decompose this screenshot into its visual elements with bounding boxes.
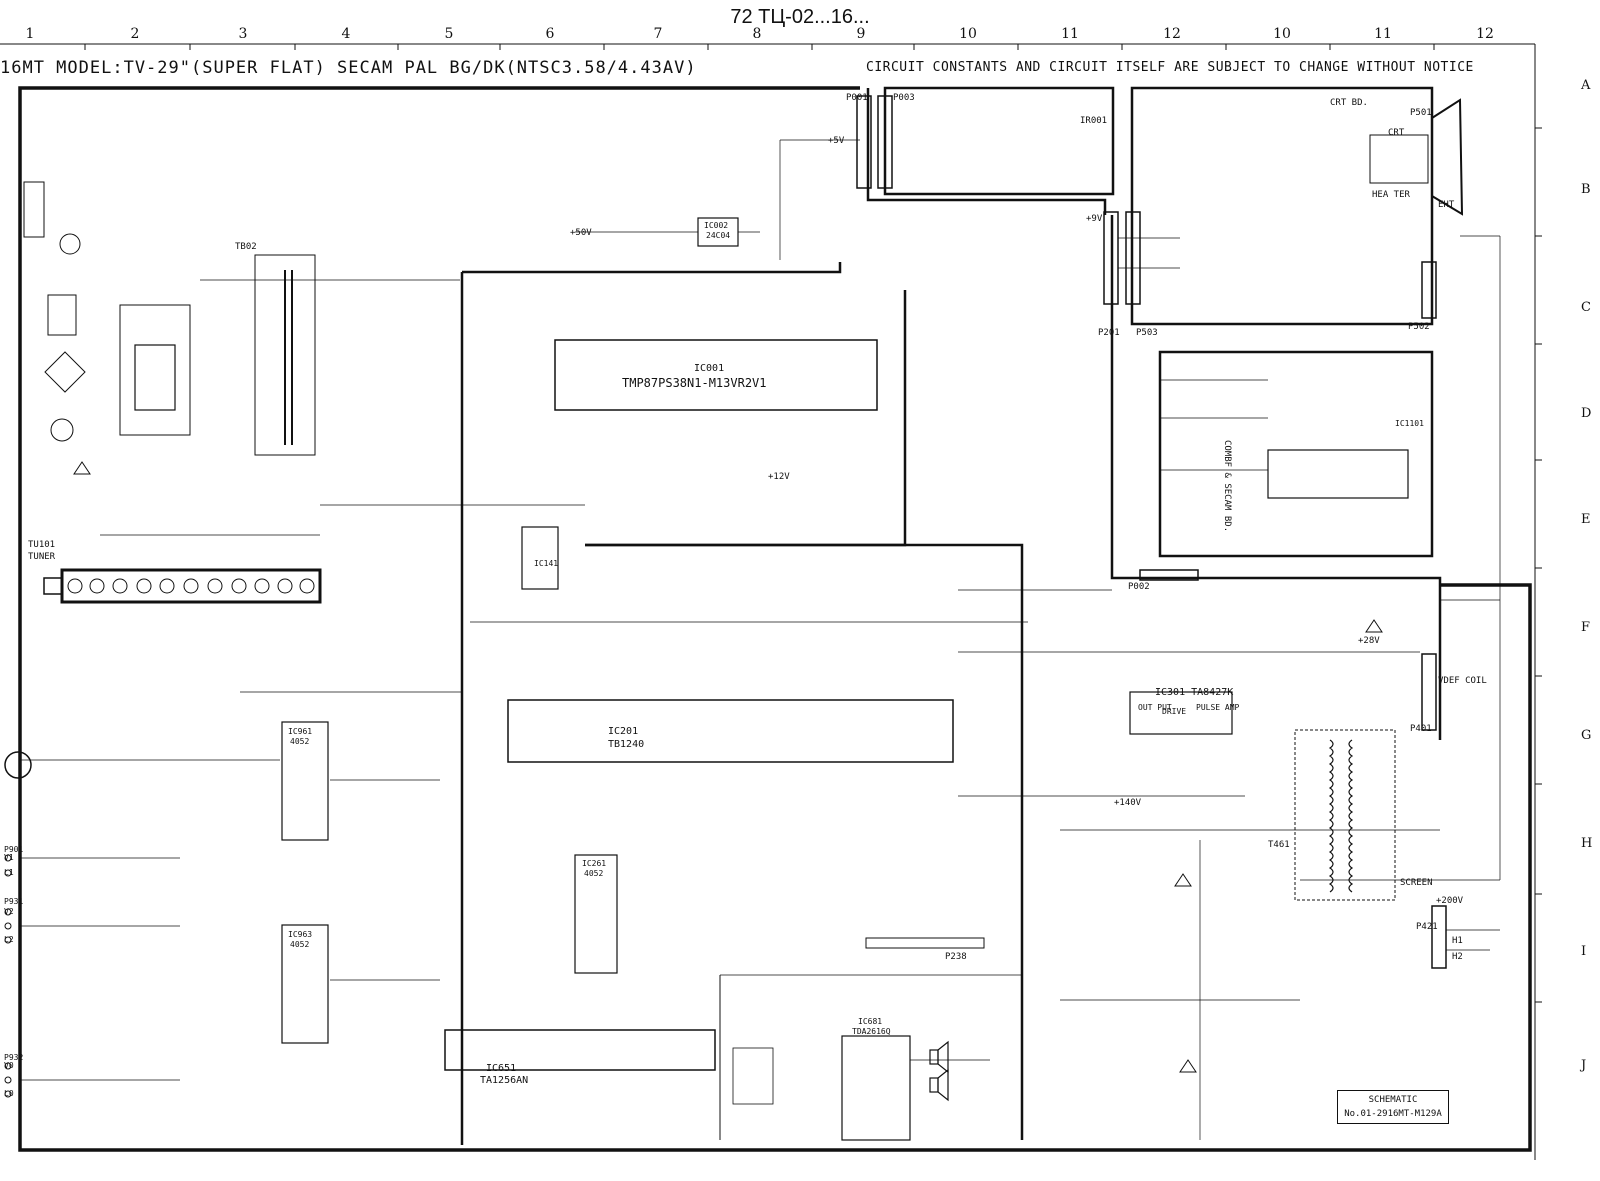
ir-receiver-label: IR001 — [1080, 116, 1108, 126]
grid-row-label: C — [1581, 300, 1591, 315]
ic681-label: IC681 — [858, 1017, 883, 1026]
grid-column-label: 10 — [1273, 26, 1291, 42]
ic681-part-number: TDA2616Q — [852, 1027, 891, 1036]
connector-p001: P001 — [846, 93, 868, 103]
supply-140v-label: +140V — [1114, 798, 1142, 808]
flyback-label: T461 — [1268, 840, 1290, 850]
grid-column-label: 11 — [1061, 26, 1079, 42]
av-input-label: L0 — [4, 1089, 14, 1098]
grid-column-label: 1 — [25, 26, 35, 42]
grid-column-label: 3 — [238, 26, 248, 42]
supply-50v-label: +50V — [570, 228, 592, 238]
schematic-title: SCHEMATIC — [1368, 1095, 1418, 1105]
grid-row-label: A — [1581, 78, 1591, 93]
grid-column-label: 10 — [959, 26, 977, 42]
ic961-label: IC961 — [288, 727, 313, 736]
grid-row-label: I — [1581, 944, 1587, 959]
av-input-label: V0 — [4, 1061, 14, 1070]
av-input-label: P932 — [4, 1053, 24, 1062]
grid-row-label: F — [1581, 620, 1591, 635]
screen-label: SCREEN — [1400, 878, 1433, 888]
heater-label: HEA TER — [1372, 190, 1410, 200]
grid-row-label: H — [1581, 836, 1593, 851]
grid-column-label: 4 — [341, 26, 351, 42]
ic301-label: IC301 TA8427K — [1155, 687, 1234, 698]
ic261-label: IC261 — [582, 859, 607, 868]
av-input-label: L2 — [4, 935, 14, 944]
eht-label: EHT — [1438, 200, 1455, 210]
grid-column-label: 6 — [545, 26, 555, 42]
ic201-part-number: TB1240 — [608, 739, 645, 750]
connector-p238: P238 — [945, 952, 967, 962]
tuner-ref: TU101 — [28, 540, 56, 550]
connector-p502: P502 — [1408, 322, 1430, 332]
ic261-part-number: 4052 — [584, 869, 604, 878]
combf-board-label: COMBF & SECAM BD. — [1222, 440, 1232, 533]
ic963-label: IC963 — [288, 930, 313, 939]
ic002-part-number: 24C04 — [706, 231, 731, 240]
connector-p003: P003 — [893, 93, 915, 103]
grid-row-label: B — [1581, 182, 1591, 197]
connector-p501: P501 — [1410, 108, 1432, 118]
grid-row-label: E — [1581, 512, 1591, 527]
grid-row-label: J — [1581, 1058, 1587, 1073]
connector-p002: P002 — [1128, 582, 1150, 592]
change-notice: CIRCUIT CONSTANTS AND CIRCUIT ITSELF ARE… — [866, 60, 1474, 75]
grid-column-label: 7 — [653, 26, 663, 42]
grid-column-label: 5 — [444, 26, 454, 42]
crt-board-label: CRT BD. — [1330, 98, 1368, 108]
av-input-label: P931 — [4, 897, 24, 906]
supply-5v-label: +5V — [828, 136, 845, 146]
transformer-label: TB02 — [235, 242, 257, 252]
ic651-part-number: TA1256AN — [480, 1075, 529, 1086]
av-input-label: V1 — [4, 853, 14, 862]
grid-column-label: 11 — [1374, 26, 1392, 42]
heater-h1-label: H1 — [1452, 936, 1463, 946]
supply-9v-label: +9V — [1086, 214, 1103, 224]
ic961-part-number: 4052 — [290, 737, 310, 746]
ic301-pulse-block: PULSE AMP — [1196, 703, 1240, 712]
ic301-drive-block: DRIVE — [1162, 707, 1187, 716]
supply-200v-label: +200V — [1436, 896, 1464, 906]
connector-p201: P201 — [1098, 328, 1120, 338]
av-input-label: P901 — [4, 845, 24, 854]
grid-column-label: 12 — [1476, 26, 1494, 42]
grid-column-label: 2 — [130, 26, 140, 42]
ic201-label: IC201 — [608, 726, 639, 737]
ic963-part-number: 4052 — [290, 940, 310, 949]
tuner-label: TUNER — [28, 552, 56, 562]
schematic-title-block: SCHEMATIC No.01-2916MT-M129A — [1337, 1090, 1449, 1124]
av-input-label: V2 — [4, 907, 14, 916]
grid-column-label: 9 — [856, 26, 866, 42]
ic001-label: IC001 — [694, 363, 725, 374]
supply-28v-label: +28V — [1358, 636, 1380, 646]
ic301-output-block: OUT PUT — [1138, 703, 1172, 712]
ic001-part-number: TMP87PS38N1-M13VR2V1 — [622, 376, 767, 390]
ic651-label: IC651 — [486, 1063, 517, 1074]
grid-row-label: D — [1581, 406, 1592, 421]
ic1101-label: IC1101 — [1395, 419, 1424, 428]
schematic-number: No.01-2916MT-M129A — [1344, 1109, 1442, 1119]
heater-h2-label: H2 — [1452, 952, 1463, 962]
supply-12v-label: +12V — [768, 472, 790, 482]
grid-column-label: 12 — [1163, 26, 1181, 42]
connector-p401: P401 — [1410, 724, 1432, 734]
vdef-coil-label: VDEF COIL — [1438, 676, 1487, 686]
grid-column-label: 8 — [752, 26, 762, 42]
connector-p421: P421 — [1416, 922, 1438, 932]
ic002-label: IC002 — [704, 221, 729, 230]
crt-label: CRT — [1388, 128, 1405, 138]
av-input-label: L1 — [4, 868, 14, 877]
document-title: 72 ТЦ-02...16... — [730, 6, 870, 28]
connector-p503: P503 — [1136, 328, 1158, 338]
ic141-label: IC141 — [534, 559, 559, 568]
grid-row-label: G — [1581, 728, 1592, 743]
model-title: 16MT MODEL:TV-29"(SUPER FLAT) SECAM PAL … — [0, 58, 697, 78]
